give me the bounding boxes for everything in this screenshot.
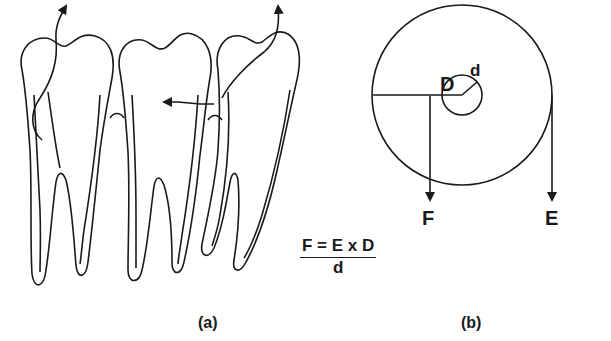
radius-label: d [470, 62, 480, 79]
molar-outline [202, 32, 300, 270]
radius-d-line [462, 82, 477, 95]
movement-arrow [222, 6, 278, 98]
force-F-line [429, 96, 431, 200]
movement-arrow [33, 6, 66, 140]
force-E-line [551, 95, 553, 200]
molar-inner-outline [34, 92, 100, 272]
force-label: E [545, 208, 558, 228]
radius-D-line [373, 94, 462, 96]
molar-outline [119, 33, 211, 280]
formula-denominator: d [300, 258, 376, 278]
movement-arrow [164, 102, 214, 104]
panel-label: (a) [198, 315, 218, 331]
contact-point [110, 114, 124, 119]
contact-point [208, 116, 222, 121]
radius-label: D [440, 74, 454, 94]
molar-inner-outline [132, 95, 198, 268]
force-label: F [422, 208, 434, 228]
molar-inner-outline [212, 90, 290, 258]
molar-outline [21, 35, 113, 285]
formula-numerator: F = E x D [300, 236, 376, 258]
wheel-outer [372, 5, 552, 185]
panel-label: (b) [461, 315, 481, 331]
formula-fraction: F = E x Dd [300, 236, 376, 277]
